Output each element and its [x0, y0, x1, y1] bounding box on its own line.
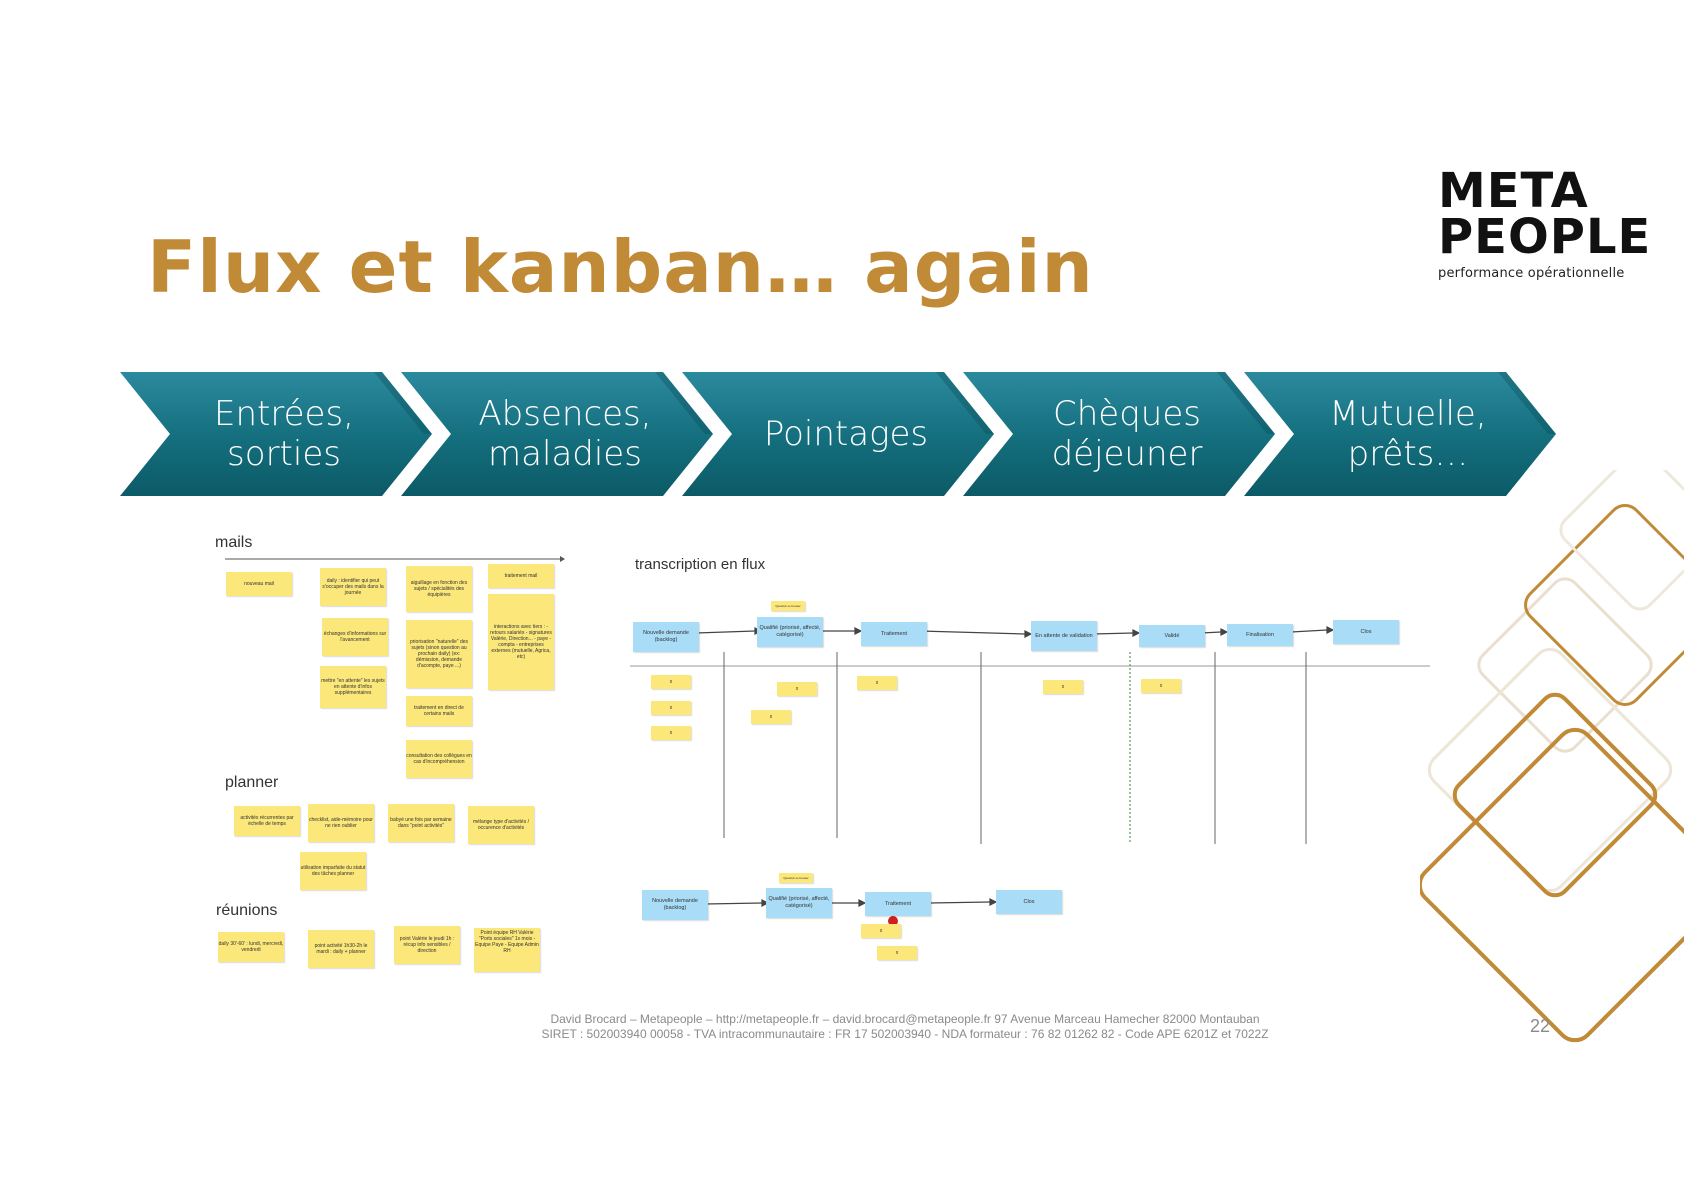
logo-line1: META: [1438, 168, 1636, 214]
decorative-diamond-outlines: [1420, 470, 1684, 1070]
process-step-label: Entrées,sorties: [174, 394, 394, 474]
flow-stage-card: Traitement: [861, 622, 927, 646]
flow-stage-card: Clos: [996, 890, 1062, 914]
footer-line2: SIRET : 502003940 00058 - TVA intracommu…: [380, 1027, 1430, 1042]
sticky-note: mélange type d'activités / occurence d'a…: [468, 806, 534, 844]
sticky-note: activités récurrentes par échelle de tem…: [234, 806, 300, 836]
sticky-note: checklist, aide-mémoire pour ne rien oub…: [308, 804, 374, 842]
flow-stage-card: Qualifié (priorisé, affecté, catégorisé): [766, 888, 832, 918]
process-step-label-line1: Pointages: [736, 414, 956, 454]
sticky-note: babyé une fois par semaine dans "point a…: [388, 804, 454, 842]
sticky-note: échanges d'informations sur l'avancement: [322, 618, 388, 656]
task-card: x: [1141, 679, 1181, 693]
flow-stage-card: Clos: [1333, 620, 1399, 644]
process-step-label-line2: déjeuner: [1017, 434, 1237, 474]
flow-stage-card: Qualifié (priorisé, affecté, catégorisé): [757, 617, 823, 647]
process-chevrons: Entrées,sorties Absences,maladies Pointage…: [120, 372, 1570, 500]
small-note: Question à creuser: [771, 601, 805, 611]
sticky-note: utilisation imparfaite du statut des tâc…: [300, 852, 366, 890]
sticky-note: daily : identifier qui peut s'occuper de…: [320, 568, 386, 606]
sticky-note: traitement en direct de certains mails: [406, 696, 472, 726]
task-card: x: [1043, 680, 1083, 694]
flow-stage-card: Finalisation: [1227, 624, 1293, 646]
flow-stage-card: Nouvelle demande (backlog): [642, 890, 708, 920]
task-card: x: [651, 701, 691, 715]
flow-stage-card: Validé: [1139, 625, 1205, 647]
process-step-label-line2: prêts…: [1298, 434, 1518, 474]
small-note: Question à creuser: [779, 873, 813, 883]
logo-line2: PEOPLE: [1438, 214, 1636, 260]
process-step-label-line2: maladies: [455, 434, 675, 474]
process-step-label-line2: sorties: [174, 434, 394, 474]
process-step-label-line1: Entrées,: [174, 394, 394, 434]
task-card: x: [777, 682, 817, 696]
task-card: x: [651, 726, 691, 740]
process-step-label-line1: Absences,: [455, 394, 675, 434]
reunions-section-label: réunions: [216, 902, 277, 920]
mails-section-label: mails: [215, 534, 252, 552]
sticky-note: priorisation "naturelle" des sujets (sin…: [406, 620, 472, 688]
metapeople-logo: META PEOPLE performance opérationnelle: [1438, 168, 1636, 281]
task-card: x: [877, 946, 917, 960]
flow-stage-card: Nouvelle demande (backlog): [633, 622, 699, 652]
footer-line1: David Brocard – Metapeople – http://meta…: [380, 1012, 1430, 1027]
sticky-note: mettre "en attente" les sujets en attent…: [320, 666, 386, 708]
sticky-note: Point équipe RH Valérie "Ports sociales"…: [474, 928, 540, 972]
process-step-label: Absences,maladies: [455, 394, 675, 474]
footer: David Brocard – Metapeople – http://meta…: [380, 1012, 1430, 1042]
sticky-note: point Valérie le jeudi 1h : récup info s…: [394, 926, 460, 964]
logo-tagline: performance opérationnelle: [1438, 266, 1636, 281]
process-step-label-line1: Chèques: [1017, 394, 1237, 434]
process-step-label: Mutuelle,prêts…: [1298, 394, 1518, 474]
flow-stage-card: Traitement: [865, 892, 931, 916]
sticky-note: consultation des collègues en cas d'inco…: [406, 740, 472, 778]
left-board-screenshot: mails nouveau mail daily : identifier qu…: [210, 530, 570, 970]
process-step-label: Pointages: [736, 414, 956, 454]
task-card: x: [861, 924, 901, 938]
task-card: x: [651, 675, 691, 689]
sticky-note: aiguillage en fonction des sujets / spéc…: [406, 566, 472, 612]
sticky-note: traitement mail: [488, 564, 554, 588]
planner-section-label: planner: [225, 774, 278, 792]
task-card: x: [857, 676, 897, 690]
sticky-note: interactions avec tiers : - retours sala…: [488, 594, 554, 690]
slide-title: Flux et kanban… again: [147, 225, 1094, 309]
task-card: x: [751, 710, 791, 724]
sticky-note: daily 30'-60' : lundi, mercredi, vendred…: [218, 932, 284, 962]
flow-stage-card: En attente de validation: [1031, 621, 1097, 651]
sticky-note: point activité 1h30-2h le mardi : daily …: [308, 930, 374, 968]
sticky-note: nouveau mail: [226, 572, 292, 596]
process-step-label-line1: Mutuelle,: [1298, 394, 1518, 434]
right-board-screenshot: transcription en flux Nouvelle demande (…: [625, 550, 1435, 970]
page-number: 22: [1530, 1016, 1550, 1037]
